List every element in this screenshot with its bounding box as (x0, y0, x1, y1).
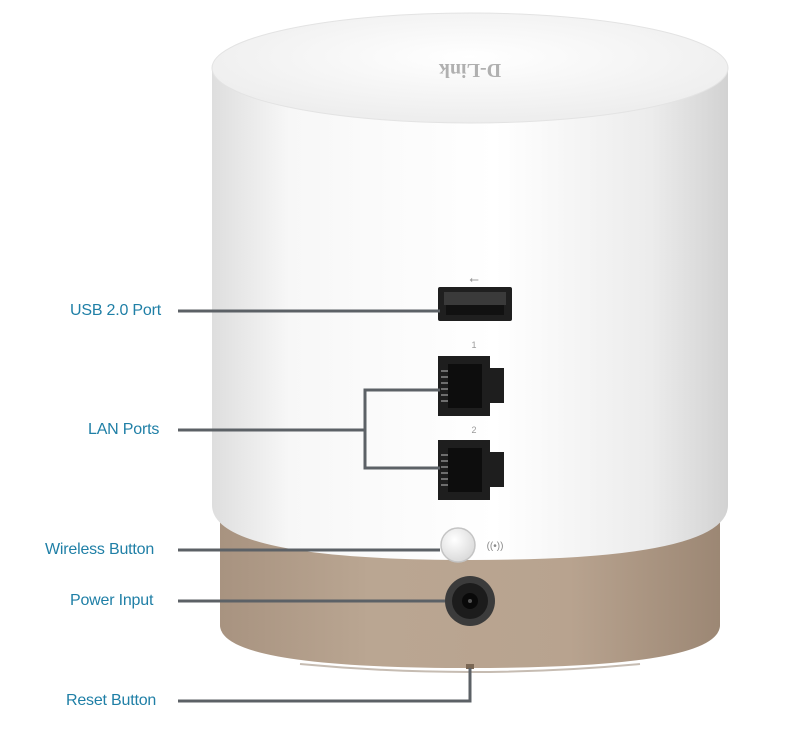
lan-port-2-number: 2 (471, 425, 476, 435)
wireless-button-label: Wireless Button (45, 541, 155, 558)
leader-lines (178, 309, 472, 703)
reset-button[interactable] (466, 664, 474, 669)
brand-logo: D-Link (438, 59, 501, 81)
lan-bracket-line (363, 388, 440, 470)
power-input-label: Power Input (70, 592, 154, 609)
reset-button-label: Reset Button (66, 692, 157, 709)
usb-symbol-icon: ⭠ (469, 272, 479, 286)
wireless-button[interactable] (440, 527, 476, 563)
usb-port[interactable] (438, 287, 512, 321)
svg-text:D-Link: D-Link (438, 59, 501, 81)
usb-port-label: USB 2.0 Port (70, 302, 161, 319)
lan-port-2[interactable] (438, 440, 504, 500)
lan-port-1[interactable] (438, 356, 504, 416)
lan-ports-label: LAN Ports (88, 421, 160, 438)
power-input-jack[interactable] (445, 576, 495, 626)
wireless-signal-icon: ((•)) (487, 541, 504, 552)
reset-leader-line (178, 668, 472, 703)
lan-port-1-number: 1 (471, 340, 476, 350)
